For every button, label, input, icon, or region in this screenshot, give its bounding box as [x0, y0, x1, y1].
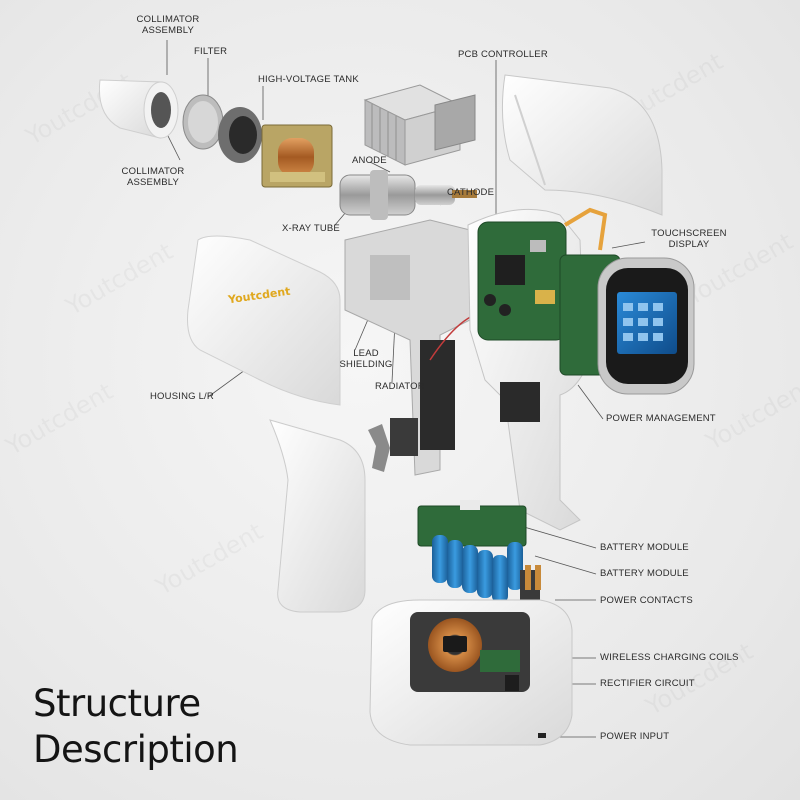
- pcb-controller: [477, 207, 608, 341]
- label-power-contacts: POWER CONTACTS: [600, 595, 693, 606]
- charging-base: [369, 599, 573, 746]
- label-lead-shielding: LEAD SHIELDING: [339, 348, 393, 370]
- label-radiator: RADIATOR: [375, 381, 425, 392]
- label-filter: FILTER: [194, 46, 228, 57]
- label-collimator-assembly-top: COLLIMATOR ASSEMBLY: [136, 14, 200, 36]
- label-housing-lr: HOUSING L/R: [150, 391, 214, 402]
- label-pcb-controller: PCB CONTROLLER: [458, 49, 548, 60]
- label-battery-module-1: BATTERY MODULE: [600, 542, 689, 553]
- handle-grip: [269, 419, 366, 613]
- label-power-input: POWER INPUT: [600, 731, 670, 742]
- label-wireless-charging-coils: WIRELESS CHARGING COILS: [600, 652, 739, 663]
- label-collimator-assembly-left: COLLIMATOR ASSEMBLY: [121, 166, 185, 188]
- touchscreen-display: [559, 254, 695, 395]
- inner-frame: [344, 219, 501, 476]
- label-power-management: POWER MANAGEMENT: [606, 413, 716, 424]
- battery-module: [417, 500, 527, 603]
- label-anode: ANODE: [352, 155, 387, 166]
- bracket-parts: [368, 382, 540, 472]
- housing-left-shell: [187, 235, 341, 406]
- top-cover-shell: [501, 74, 663, 216]
- label-cathode: CATHODE: [447, 187, 495, 198]
- filter-disc: [182, 94, 224, 150]
- high-voltage-tank: [261, 124, 333, 188]
- label-xray-tube: X-RAY TUBE: [282, 223, 340, 234]
- xray-tube: [339, 170, 477, 220]
- collimator-ring: [218, 107, 262, 163]
- collimator-cylinder: [98, 79, 179, 139]
- label-touchscreen-display: TOUCHSCREEN DISPLAY: [651, 228, 727, 250]
- radiator-block: [363, 84, 476, 166]
- label-battery-module-2: BATTERY MODULE: [600, 568, 689, 579]
- heading-line-2: Description: [33, 728, 239, 771]
- label-high-voltage-tank: HIGH-VOLTAGE TANK: [258, 74, 359, 85]
- label-rectifier-circuit: RECTIFIER CIRCUIT: [600, 678, 695, 689]
- heading-line-1: Structure: [33, 682, 201, 725]
